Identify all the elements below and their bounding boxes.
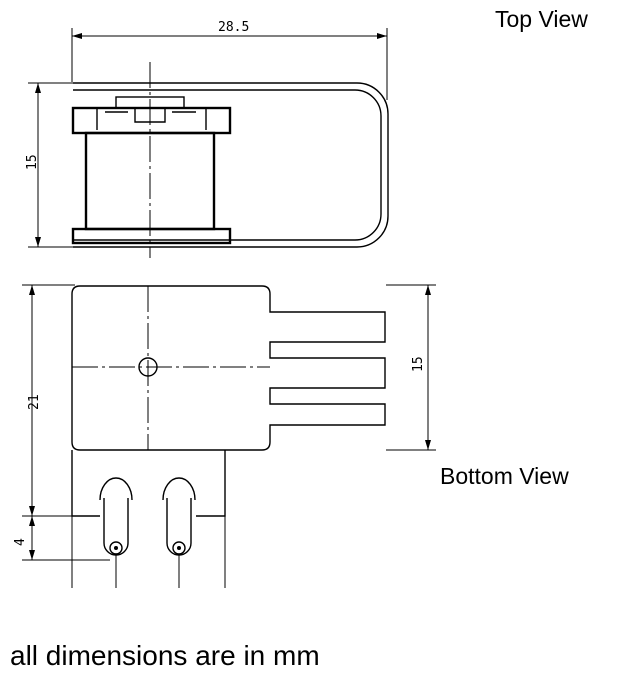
top-view-drawing: 28.5 15: [25, 20, 389, 258]
dim-pin-width: 15: [411, 356, 426, 372]
dim-pin-pitch: 4: [13, 538, 28, 546]
dim-top-width: 28.5: [218, 20, 249, 35]
top-view-label: Top View: [495, 6, 588, 32]
dim-top-height: 15: [25, 154, 40, 170]
bottom-view-drawing: 21 4 15: [13, 284, 436, 588]
bottom-view-label: Bottom View: [440, 463, 569, 489]
dim-bottom-height: 21: [27, 394, 42, 410]
units-note: all dimensions are in mm: [10, 640, 320, 671]
